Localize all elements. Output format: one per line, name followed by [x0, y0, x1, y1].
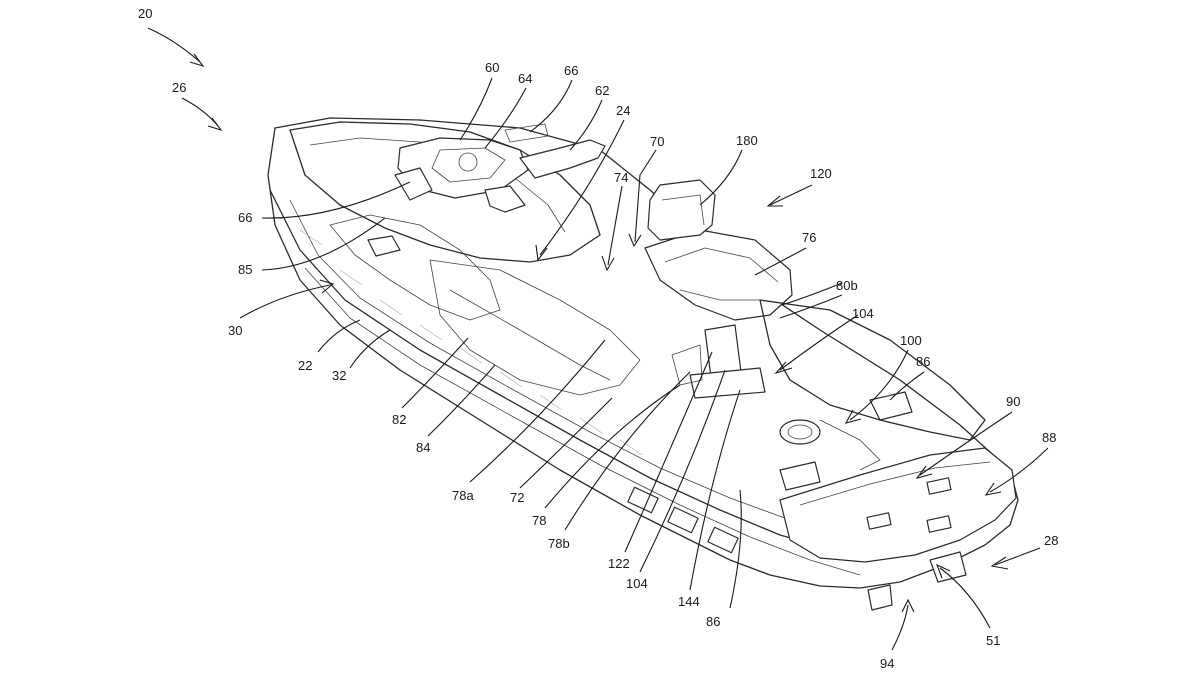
ref-20: 20 [138, 6, 152, 21]
ref-85: 85 [238, 262, 252, 277]
ref-24: 24 [616, 103, 630, 118]
ref-144: 144 [678, 594, 700, 609]
rear-deck [759, 299, 1017, 563]
leader-lines [147, 27, 1049, 651]
ref-88: 88 [1042, 430, 1056, 445]
ref-66-left: 66 [238, 210, 252, 225]
ref-32: 32 [332, 368, 346, 383]
seat-pedestal [671, 324, 766, 399]
ref-66: 66 [564, 63, 578, 78]
chine-line [289, 199, 846, 536]
ref-26: 26 [172, 80, 186, 95]
side-vent [367, 235, 401, 257]
ref-100: 100 [900, 333, 922, 348]
backrest [647, 179, 716, 241]
ref-90: 90 [1006, 394, 1020, 409]
ref-180: 180 [736, 133, 758, 148]
ref-78: 78 [532, 513, 546, 528]
ref-72: 72 [510, 490, 524, 505]
ref-22: 22 [298, 358, 312, 373]
ref-64: 64 [518, 71, 532, 86]
side-panel [329, 214, 501, 321]
ref-84: 84 [416, 440, 430, 455]
steering-assembly [394, 123, 606, 213]
ref-82: 82 [392, 412, 406, 427]
seat [644, 229, 793, 321]
ref-104-bottom: 104 [626, 576, 648, 591]
ref-30: 30 [228, 323, 242, 338]
ref-28: 28 [1044, 533, 1058, 548]
ref-70: 70 [650, 134, 664, 149]
ref-120: 120 [810, 166, 832, 181]
ref-76: 76 [802, 230, 816, 245]
ref-51: 51 [986, 633, 1000, 648]
side-steps [627, 486, 739, 554]
rear-storage [779, 391, 913, 491]
watercraft-drawing [267, 117, 1019, 611]
reference-numerals: 20 26 60 64 66 62 24 70 180 120 74 76 66… [138, 6, 1058, 671]
jet-pump [867, 551, 967, 611]
ref-86-top: 86 [916, 354, 930, 369]
ref-104-top: 104 [852, 306, 874, 321]
ref-80b: 80b [836, 278, 858, 293]
ref-78a: 78a [452, 488, 474, 503]
footwell [429, 259, 641, 396]
ref-86-bottom: 86 [706, 614, 720, 629]
ref-122: 122 [608, 556, 630, 571]
keel-line [304, 267, 861, 576]
hull-hatching [299, 229, 643, 456]
ref-78b: 78b [548, 536, 570, 551]
ref-60: 60 [485, 60, 499, 75]
footwell-edge [449, 289, 611, 381]
ref-94: 94 [880, 656, 894, 671]
ref-74: 74 [614, 170, 628, 185]
ref-62: 62 [595, 83, 609, 98]
